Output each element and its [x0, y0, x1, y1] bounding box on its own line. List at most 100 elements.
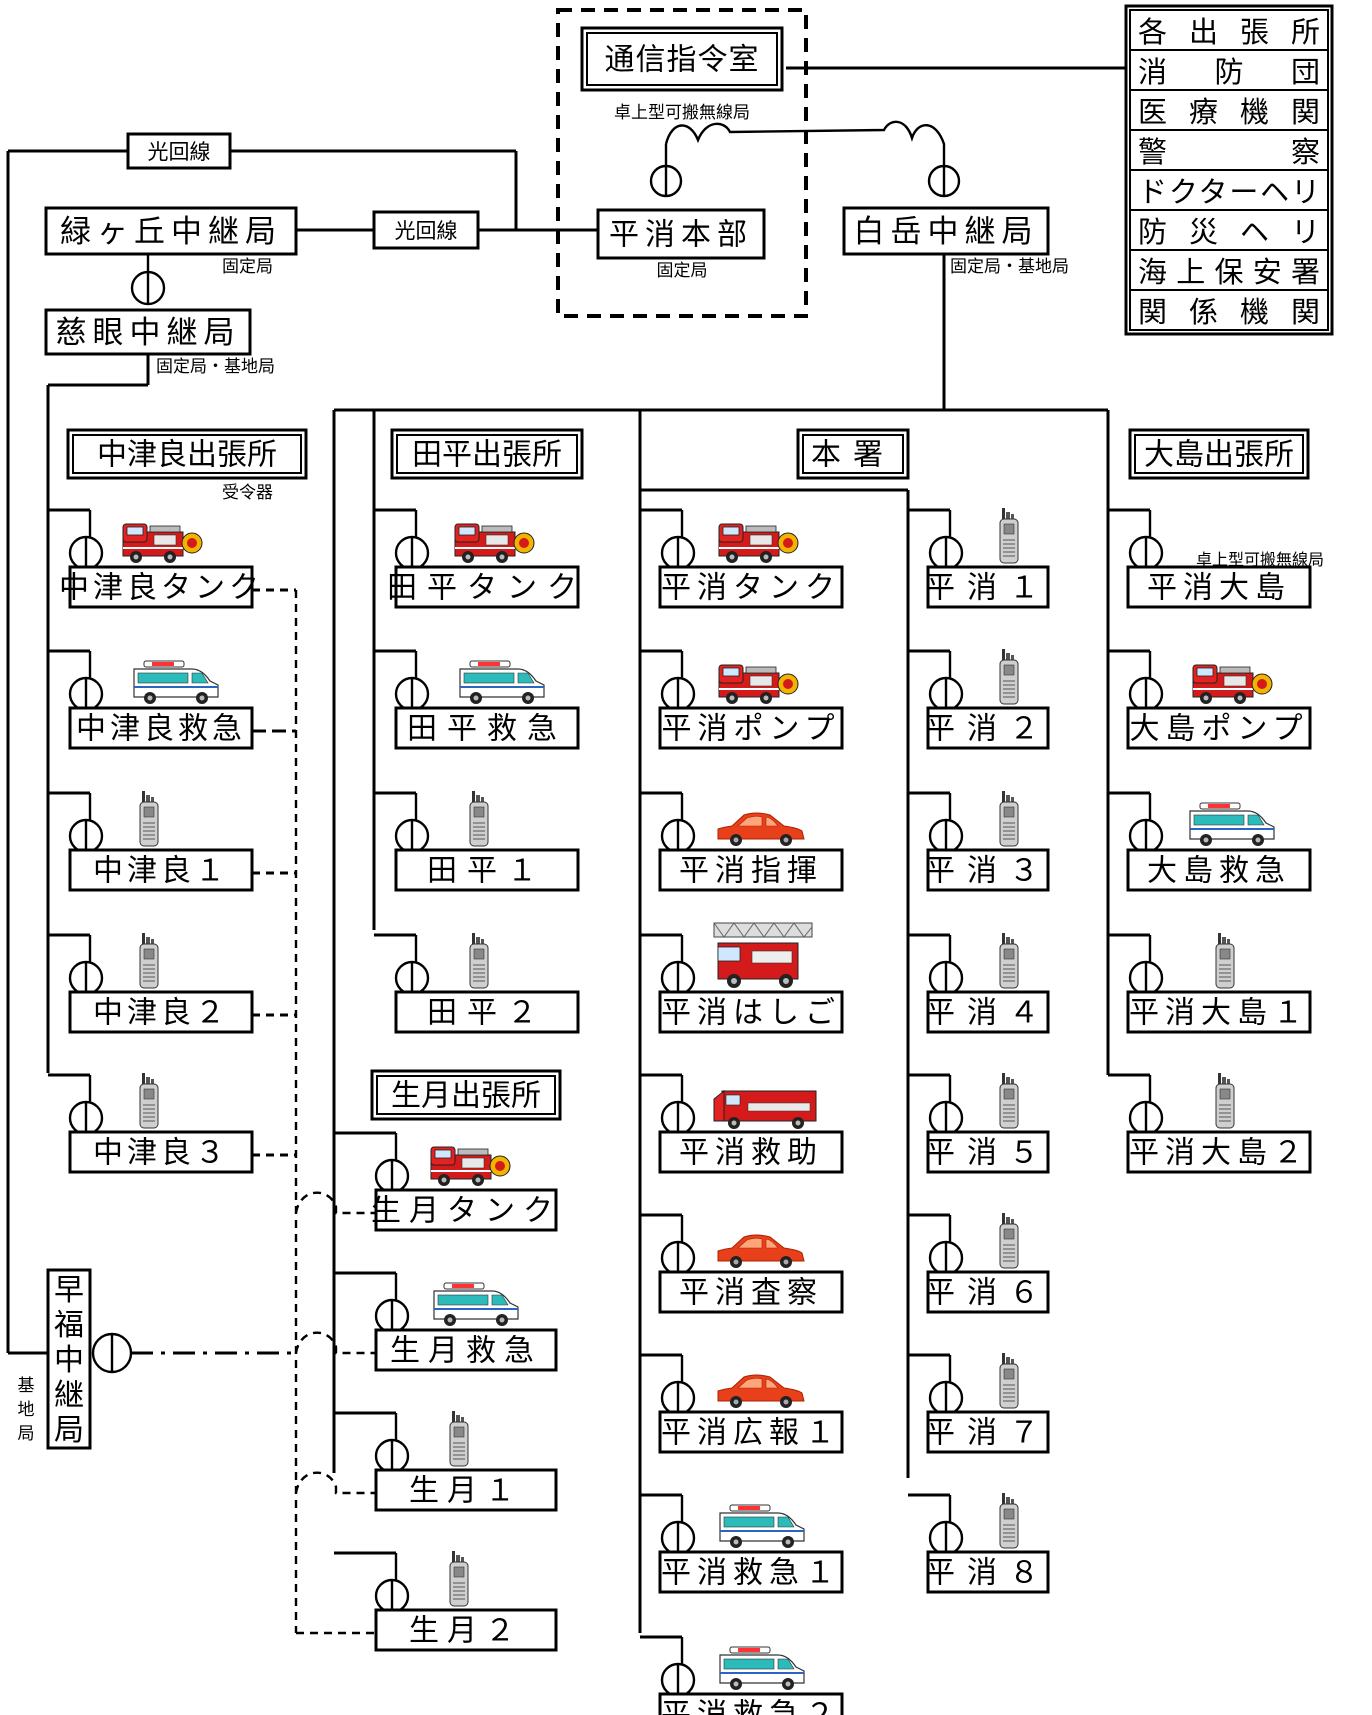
handheld-radio-icon: [999, 1352, 1019, 1409]
honsho-vehicle-5-label: 平消査察: [679, 1276, 823, 1311]
tabira-unit-2-label: 田平１: [427, 854, 547, 889]
oshima-unit-2-label: 大島救急: [1147, 854, 1291, 889]
honsho-vehicle-0: 平消タンク: [658, 565, 844, 609]
tabira-unit-1-label: 田平救急: [407, 712, 567, 747]
fire-engine-icon: [1192, 664, 1273, 705]
nakatsura-unit-3: 中津良２: [68, 990, 254, 1034]
hq-base-box: 平消本部: [596, 208, 766, 260]
nakatsura-unit-2-label: 中津良１: [93, 854, 229, 889]
fiber-line-label-1-label: 光回線: [148, 140, 211, 164]
ambulance-icon: [433, 1282, 519, 1327]
nakatsura-unit-1-label: 中津良救急: [76, 712, 246, 747]
honsho-branch-header: 本署: [796, 428, 910, 480]
ikitsuki-unit-1-label: 生月救急: [390, 1334, 542, 1369]
jigen-relay-box-label: 慈眼中継局: [56, 315, 241, 351]
oshima-unit-2: 大島救急: [1126, 848, 1312, 892]
oshima-unit-3-label: 平消大島１: [1129, 996, 1309, 1031]
oshima-branch-header: 大島出張所: [1128, 428, 1310, 480]
honsho-handheld-7: 平消８: [925, 1550, 1050, 1594]
honsho-vehicle-5: 平消査察: [658, 1270, 844, 1314]
ambulance-icon: [719, 1504, 805, 1549]
honsho-handheld-6-label: 平消７: [925, 1416, 1051, 1451]
honsho-handheld-0: 平消１: [925, 565, 1051, 609]
inspection-car-icon: [717, 1234, 805, 1269]
handheld-radio-icon: [999, 1072, 1019, 1129]
shirotake-note: 固定局・基地局: [950, 257, 1069, 277]
oshima-unit-4: 平消大島２: [1126, 1130, 1312, 1174]
honsho-vehicle-4: 平消救助: [658, 1130, 844, 1174]
handheld-radio-icon: [449, 1410, 469, 1467]
tabira-unit-3: 田平２: [394, 990, 580, 1034]
tabira-unit-1: 田平救急: [394, 706, 580, 750]
tabira-unit-0-label: 田平タンク: [387, 571, 587, 606]
ambulance-icon: [133, 660, 219, 705]
fiber-line-label-2: 光回線: [372, 210, 480, 250]
oshima-unit-4-label: 平消大島２: [1129, 1136, 1309, 1171]
ikitsuki-unit-0: 生月タンク: [371, 1188, 561, 1232]
handheld-radio-icon: [139, 1072, 159, 1129]
portable-station-note: 卓上型可搬無線局: [614, 103, 750, 123]
ladder-truck-icon: [713, 922, 813, 989]
hayafuku-relay-box: 早福中継局: [46, 1268, 92, 1450]
connection-lines: [6, 8, 1164, 1698]
honsho-vehicle-2: 平消指揮: [658, 848, 844, 892]
ikitsuki-unit-1: 生月救急: [374, 1328, 558, 1372]
jigen-note: 固定局・基地局: [156, 357, 275, 377]
honsho-handheld-2: 平消３: [925, 848, 1051, 892]
tabira-unit-0: 田平タンク: [387, 565, 587, 609]
ikitsuki-branch-header: 生月出張所: [370, 1069, 562, 1121]
honsho-handheld-6: 平消７: [925, 1410, 1051, 1454]
ikitsuki-branch-header-label: 生月出張所: [391, 1079, 541, 1114]
handheld-radio-icon: [449, 1550, 469, 1607]
ambulance-icon: [1189, 802, 1275, 847]
nakatsura-branch-header-label: 中津良出張所: [97, 438, 277, 473]
ikitsuki-unit-0-label: 生月タンク: [371, 1194, 561, 1229]
fire-engine-icon: [430, 1146, 511, 1187]
hq-base-box-label: 平消本部: [609, 218, 753, 253]
agency-item: 海上保安署: [1138, 255, 1320, 289]
rescue-truck-icon: [713, 1090, 817, 1130]
oshima-desktop-note: 卓上型可搬無線局: [1196, 550, 1324, 569]
honsho-handheld-3: 平消４: [925, 990, 1050, 1034]
honsho-vehicle-8-label: 平消救急２: [661, 1698, 841, 1715]
ikitsuki-unit-2: 生月１: [374, 1468, 558, 1512]
handheld-radio-icon: [469, 932, 489, 989]
ambulance-icon: [719, 1646, 805, 1691]
honsho-vehicle-7-label: 平消救急１: [661, 1556, 841, 1591]
oshima-branch-header-label: 大島出張所: [1144, 438, 1294, 473]
hq-base-note: 固定局: [657, 261, 708, 281]
honsho-vehicle-1: 平消ポンプ: [658, 706, 844, 750]
nakatsura-branch-header: 中津良出張所: [66, 428, 308, 480]
honsho-handheld-0-label: 平消１: [925, 571, 1051, 606]
handheld-radio-icon: [999, 1492, 1019, 1549]
honsho-handheld-4-label: 平消５: [925, 1136, 1051, 1171]
fire-engine-icon: [122, 523, 203, 564]
oshima-unit-0-label: 平消大島: [1147, 571, 1291, 606]
fire-engine-icon: [454, 523, 535, 564]
oshima-unit-1-label: 大島ポンプ: [1129, 712, 1308, 747]
fiber-line-label-1: 光回線: [126, 132, 232, 170]
honsho-handheld-1: 平消２: [925, 706, 1051, 750]
honsho-vehicle-7: 平消救急１: [658, 1550, 844, 1594]
honsho-vehicle-3-label: 平消はしご: [661, 996, 841, 1031]
agency-item: 消防団: [1138, 55, 1320, 89]
handheld-radio-icon: [469, 790, 489, 847]
honsho-vehicle-6: 平消広報１: [658, 1410, 844, 1454]
nakatsura-unit-3-label: 中津良２: [93, 996, 229, 1031]
handheld-radio-icon: [999, 790, 1019, 847]
tabira-unit-2: 田平１: [394, 848, 580, 892]
ikitsuki-unit-3-label: 生月２: [409, 1614, 523, 1649]
command-center-box: 通信指令室: [580, 26, 784, 92]
nakatsura-unit-4-label: 中津良３: [93, 1136, 229, 1171]
honsho-vehicle-4-label: 平消救助: [679, 1136, 823, 1171]
ambulance-icon: [459, 660, 545, 705]
nakatsura-unit-2: 中津良１: [68, 848, 254, 892]
handheld-radio-icon: [999, 1212, 1019, 1269]
oshima-unit-0: 平消大島: [1126, 565, 1312, 609]
honsho-handheld-1-label: 平消２: [925, 712, 1051, 747]
honsho-handheld-2-label: 平消３: [925, 854, 1051, 889]
handheld-radio-icon: [999, 648, 1019, 705]
